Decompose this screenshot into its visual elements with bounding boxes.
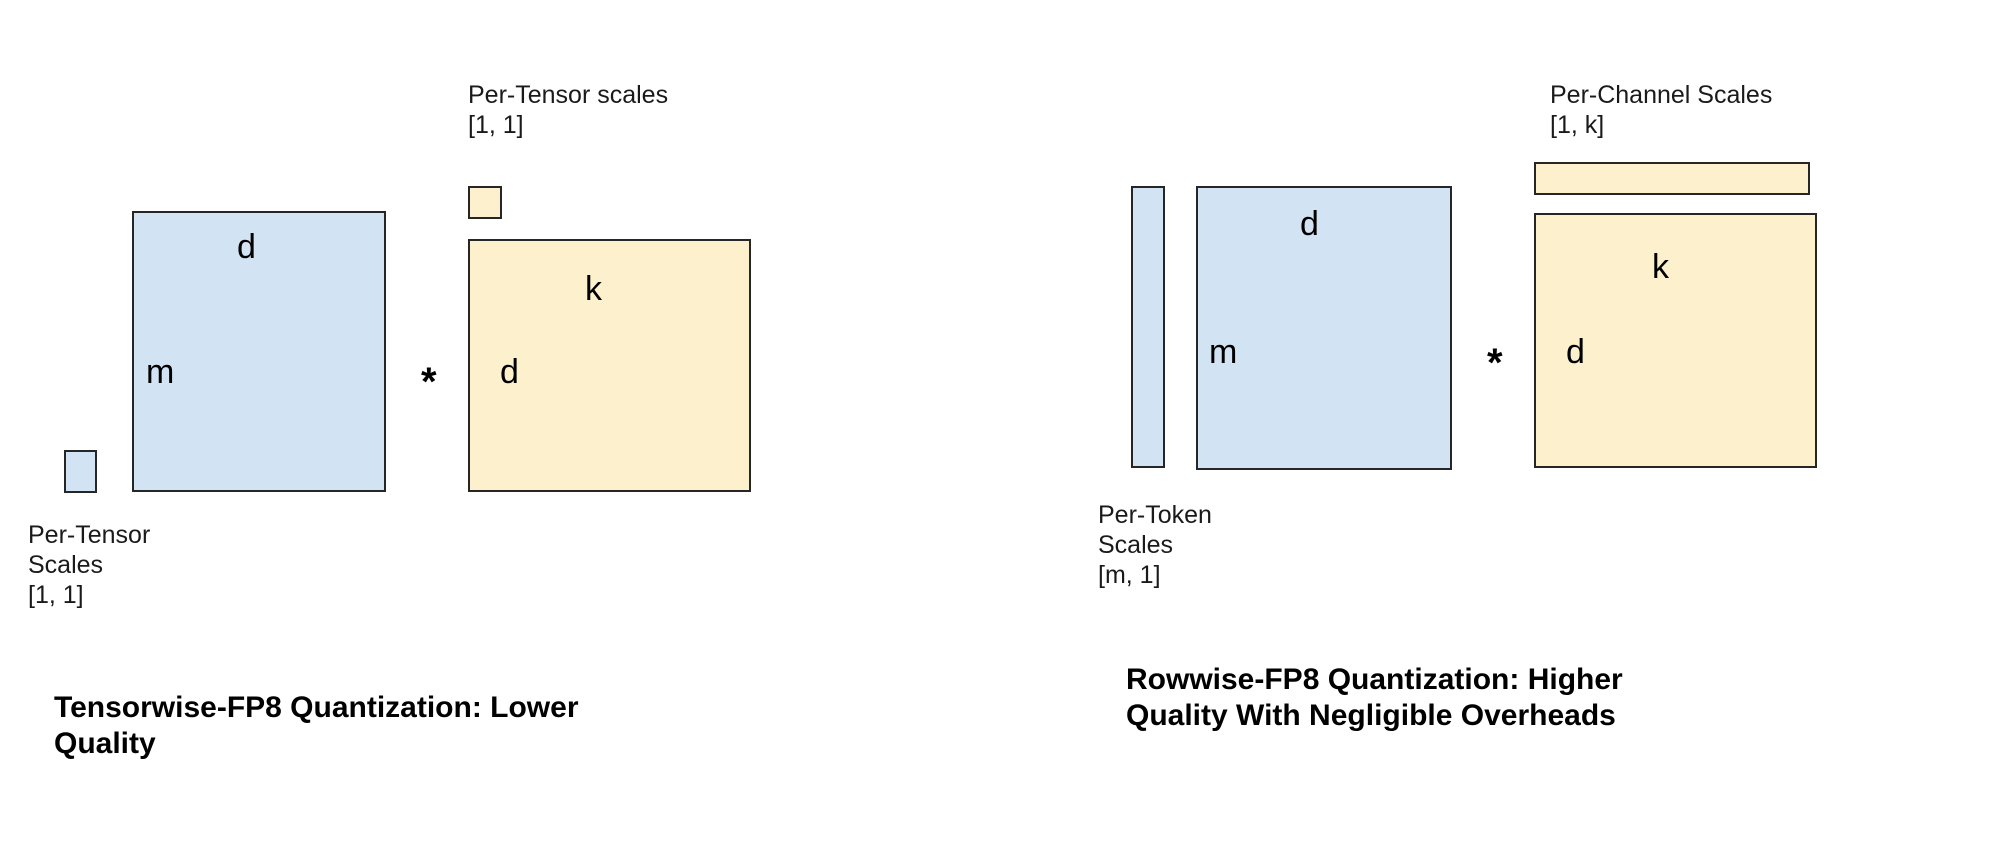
right-weight-rows-label: d [1566,333,1585,371]
left-weight-cols-label: k [585,270,602,308]
left-activation-scale-box [64,450,97,493]
right-activation-scale-label: Per-Token Scales [m, 1] [1098,501,1212,589]
right-weight-scale-label: Per-Channel Scales [1, k] [1550,81,1773,139]
left-multiply-operator: * [421,360,437,404]
left-panel-caption: Tensorwise-FP8 Quantization: Lower Quali… [54,691,579,760]
right-panel-caption: Rowwise-FP8 Quantization: Higher Quality… [1126,663,1623,732]
right-activation-rows-label: m [1209,333,1238,371]
left-activation-scale-label: Per-Tensor Scales [1, 1] [28,521,151,609]
left-weight-scale-label: Per-Tensor scales [1, 1] [468,81,669,139]
right-activation-matrix [1196,186,1452,470]
right-weight-cols-label: k [1652,248,1669,286]
right-activation-cols-label: d [1300,205,1319,243]
left-activation-cols-label: d [237,228,256,266]
right-weight-scale-bar [1534,162,1810,195]
left-activation-matrix [132,211,386,492]
right-activation-scale-strip [1131,186,1165,468]
left-activation-rows-label: m [146,353,175,391]
left-weight-matrix [468,239,751,492]
left-weight-scale-box [468,186,502,219]
right-weight-matrix [1534,213,1817,468]
left-weight-rows-label: d [500,353,519,391]
right-multiply-operator: * [1487,341,1503,385]
